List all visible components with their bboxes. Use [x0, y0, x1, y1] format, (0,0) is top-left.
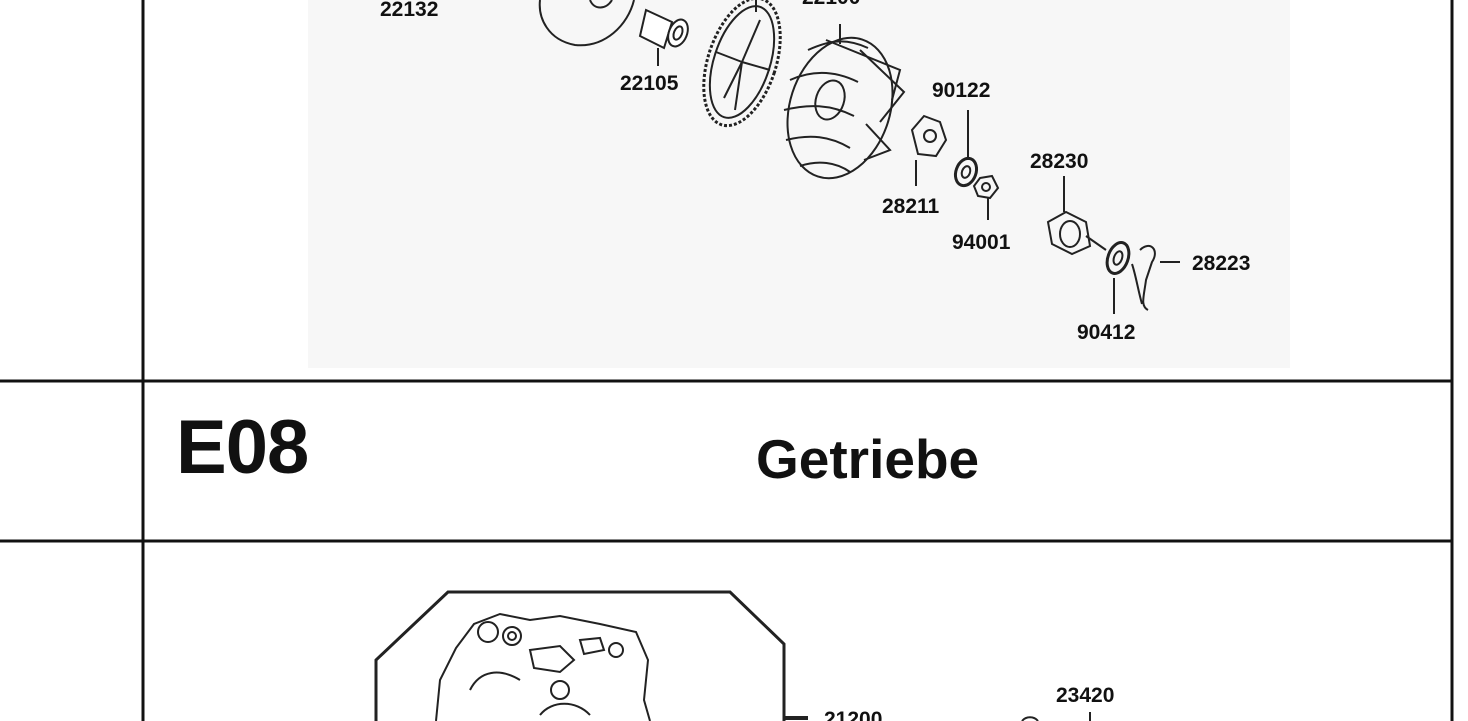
- bushing-22105: [638, 8, 689, 66]
- washer-90412: [1105, 241, 1131, 314]
- part-label: 94001: [952, 231, 1011, 254]
- spring-28223: [1131, 244, 1180, 311]
- diagram-background: [308, 0, 1290, 368]
- upper-part-labels: 22132 22105 22100 90122 28230 28211 9400…: [380, 0, 1250, 344]
- part-label: 22100: [802, 0, 860, 9]
- part-label: 90412: [1077, 321, 1135, 344]
- section-title: Getriebe: [756, 428, 980, 490]
- section-code: E08: [176, 405, 309, 490]
- cooling-fan: [783, 24, 906, 180]
- part-label: 21200: [824, 708, 882, 721]
- lower-part-labels: 23420 21200: [824, 684, 1114, 721]
- part-label: 22105: [620, 72, 679, 95]
- washer-90122: [953, 110, 979, 188]
- transmission-case: [435, 612, 651, 721]
- assembly-frame: [374, 590, 786, 721]
- lower-exploded-diagram: [374, 590, 1091, 721]
- starter-gear-22100: [702, 0, 782, 128]
- part-label: 28211: [882, 195, 940, 218]
- nut-94001: [972, 174, 1000, 220]
- drive-pulley-face: [538, 0, 635, 47]
- part-label: 22132: [380, 0, 438, 21]
- part-label: 28230: [1030, 150, 1088, 173]
- part-label: 90122: [932, 79, 990, 102]
- part-label: 28223: [1192, 252, 1250, 275]
- ratchet-28211: [910, 114, 948, 186]
- upper-exploded-diagram: [538, 0, 1180, 314]
- part-label: 23420: [1056, 684, 1114, 707]
- starter-drive-28230: [1046, 180, 1107, 256]
